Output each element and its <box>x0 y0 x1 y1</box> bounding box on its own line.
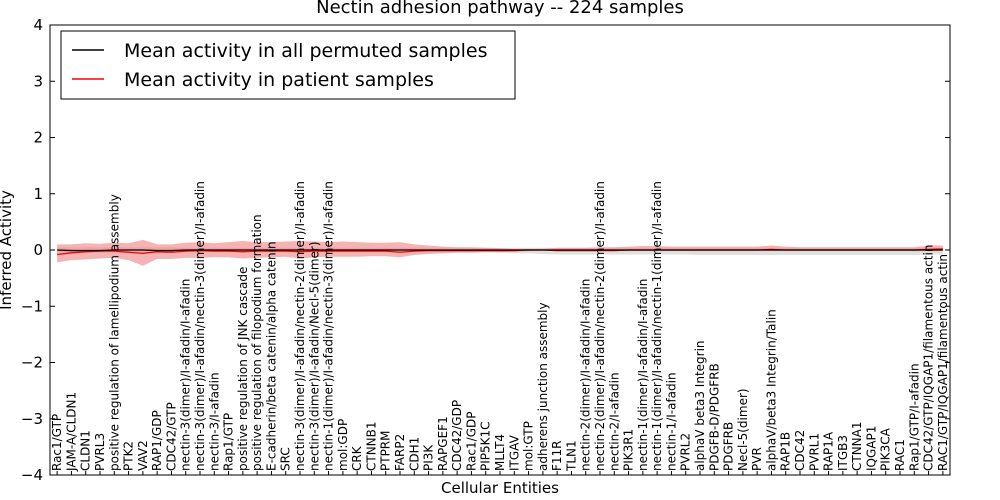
x-tick-label: CTNNB1 <box>364 421 378 471</box>
x-tick-label: PVRL2 <box>679 433 693 471</box>
x-tick-label: SRC <box>279 447 293 471</box>
x-tick-label: PVRL3 <box>93 433 107 471</box>
x-tick-label: E-cadherin/beta catenin/alpha catenin <box>264 241 278 471</box>
x-tick-label: MLLT4 <box>493 434 507 471</box>
legend-label: Mean activity in all permuted samples <box>124 40 487 62</box>
x-tick-label: PI3K <box>422 444 436 471</box>
x-tick-label: PTPRM <box>379 431 393 472</box>
x-tick-label: nectin-3(dimer)/I-afadin/nectin-3(dimer)… <box>193 181 207 471</box>
x-tick-label: nectin-1(dimer)/I-afadin/I-afadin <box>636 279 650 471</box>
x-tick-label: PVRL1 <box>807 433 821 471</box>
x-tick-label: nectin-2(dimer)/I-afadin/nectin-2(dimer)… <box>593 181 607 471</box>
x-tick-label: adherens junction assembly <box>536 302 550 471</box>
y-tick-label: 3 <box>33 72 43 90</box>
x-tick-label: nectin-1/I-afadin <box>664 372 678 471</box>
x-tick-label: PIK3CA <box>879 427 893 471</box>
x-tick-label: nectin-1(dimer)/I-afadin/nectin-1(dimer)… <box>650 181 664 471</box>
x-tick-label: alphaV/beta3 Integrin/Talin <box>764 309 778 471</box>
x-tick-label: PDGFB-D/PDGFRB <box>707 363 721 471</box>
x-tick-label: mol:GTP <box>522 421 536 471</box>
x-tick-label: positive regulation of lamellipodium ass… <box>107 194 121 471</box>
x-tick-label: VAV2 <box>136 440 150 471</box>
x-tick-label: RAP1A <box>822 431 836 471</box>
x-tick-label: Rap1/GTP/I-afadin <box>907 363 921 471</box>
x-tick-label: nectin-3/I-afadin <box>207 372 221 471</box>
y-tick-label: −4 <box>21 466 43 484</box>
x-tick-label: FARP2 <box>393 434 407 471</box>
x-tick-label: positive regulation of filopodium format… <box>250 214 264 471</box>
y-tick-label: 4 <box>33 16 43 34</box>
y-tick-label: 2 <box>33 129 43 147</box>
x-tick-label: RAP1/GDP <box>150 410 164 471</box>
x-tick-label: Necl-5(dimer) <box>736 388 750 471</box>
legend: Mean activity in all permuted samples Me… <box>60 30 516 100</box>
x-tick-label: CDH1 <box>407 437 421 471</box>
x-tick-label: RAPGEF1 <box>436 416 450 471</box>
permuted-mean-line <box>57 249 943 252</box>
y-tick-label: −3 <box>21 410 43 428</box>
y-axis-label: Inferred Activity <box>0 190 15 310</box>
x-tick-label: nectin-3(dimer)/I-afadin/I-afadin <box>179 279 193 471</box>
x-tick-label: CDC42/GTP <box>164 402 178 471</box>
x-tick-label: Rap1/GTP <box>222 413 236 471</box>
y-tick-label: −1 <box>21 297 43 315</box>
x-tick-label: CDC42 <box>793 430 807 471</box>
x-tick-label: PIP5K1C <box>479 421 493 471</box>
x-tick-label: Rac1/GDP <box>464 412 478 471</box>
x-tick-label: positive regulation of JNK cascade <box>236 267 250 471</box>
x-tick-label: CLDN1 <box>79 430 93 471</box>
x-tick-label: CDC42/GTP/IQGAP1/filamentous actin <box>922 245 936 471</box>
confidence-bands <box>57 239 943 266</box>
legend-label: Mean activity in patient samples <box>124 69 434 91</box>
x-tick-label: RAC1/GTP/IQGAP1/filamentous actin <box>936 254 950 471</box>
x-tick-label: PTK2 <box>122 441 136 471</box>
x-tick-label: PIK3R1 <box>622 429 636 471</box>
x-tick-label: CDC42/GDP <box>450 400 464 471</box>
x-axis-label: Cellular Entities <box>441 479 559 497</box>
x-tick-label: nectin-2(dimer)/I-afadin/I-afadin <box>579 279 593 471</box>
x-tick-label: JAM-A/CLDN1 <box>64 392 78 472</box>
x-tick-label: mol:GDP <box>336 419 350 471</box>
x-tick-label: nectin-3(dimer)/I-afadin/Necl-5(dimer) <box>307 241 321 471</box>
x-tick-label: ITGAV <box>507 434 521 471</box>
x-tick-label: nectin-3(dimer)/I-afadin/nectin-2(dimer)… <box>293 181 307 471</box>
x-tick-label: ITGB3 <box>836 435 850 471</box>
x-tick-label: CRK <box>350 445 364 471</box>
y-tick-label: 0 <box>33 241 43 259</box>
series-lines <box>57 248 943 256</box>
x-tick-label: PDGFRB <box>722 422 736 471</box>
y-tick-label: −2 <box>21 354 43 372</box>
x-tick-label: Rac1/GTP <box>50 414 64 471</box>
x-tick-label: nectin-1(dimer)/I-afadin/nectin-3(dimer)… <box>322 181 336 471</box>
x-tick-label: F11R <box>550 440 564 471</box>
x-tick-label: alphaV beta3 Integrin <box>693 340 707 471</box>
x-tick-label: IQGAP1 <box>864 426 878 471</box>
y-tick-label: 1 <box>33 185 43 203</box>
chart-title: Nectin adhesion pathway -- 224 samples <box>316 0 684 18</box>
x-tick-label: RAP1B <box>779 432 793 471</box>
x-tick-label: TLN1 <box>564 440 578 472</box>
legend-box <box>60 30 516 100</box>
y-axis: −4 −3 −2 −1 0 1 2 3 4 <box>21 16 950 484</box>
patient-confidence-band <box>57 239 943 266</box>
x-tick-label: RAC1 <box>893 439 907 471</box>
x-tick-label: CTNNA1 <box>850 421 864 471</box>
x-tick-label: nectin-2/I-afadin <box>607 372 621 471</box>
x-tick-label: PVR <box>750 447 764 471</box>
